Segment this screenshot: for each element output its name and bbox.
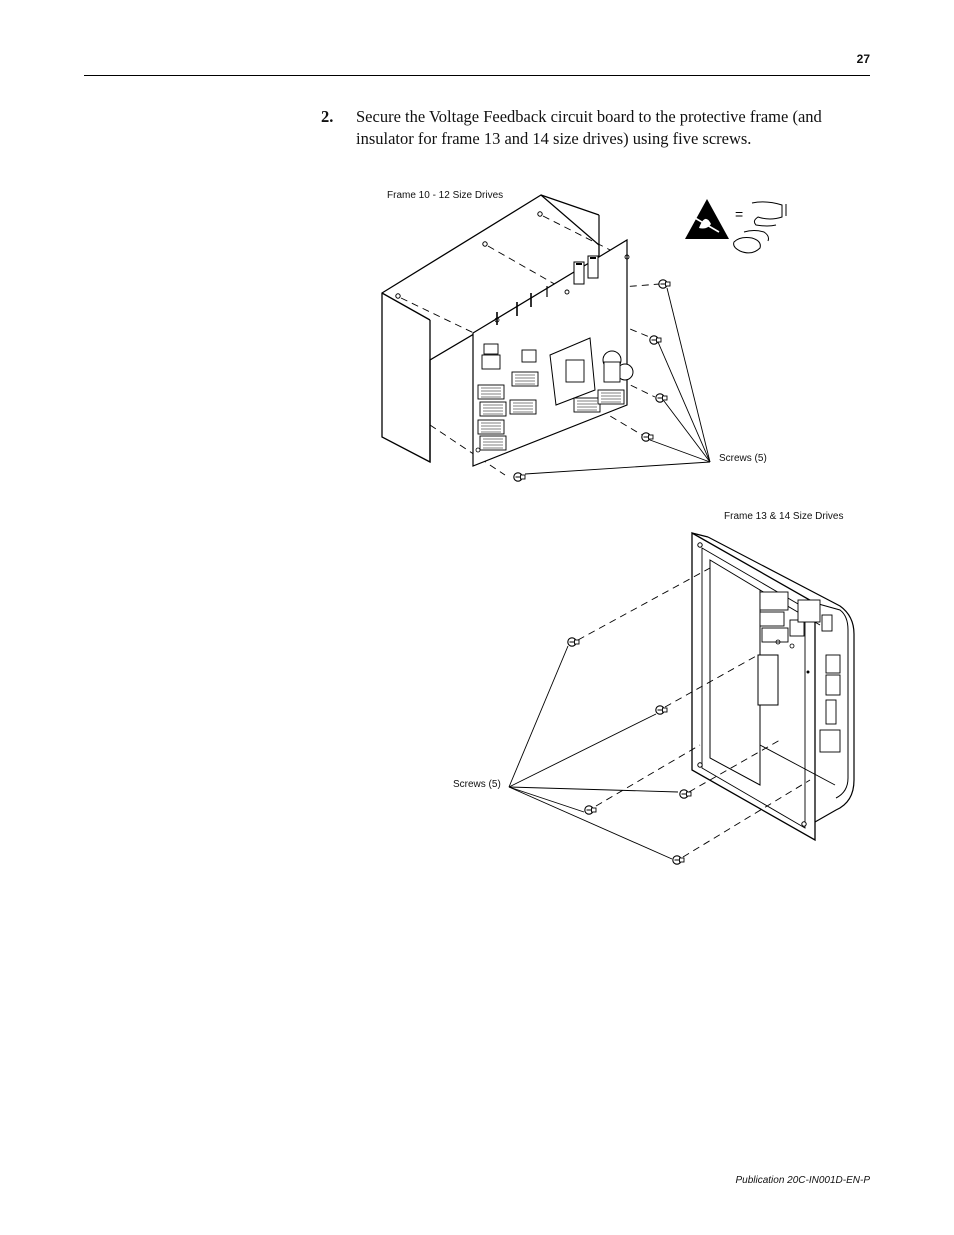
screw-icon [649, 335, 662, 345]
screw-icon [584, 805, 597, 815]
screw-icon [567, 637, 580, 647]
grounding-hand-icon [733, 201, 787, 254]
publication-footer: Publication 20C-IN001D-EN-P [735, 1175, 870, 1186]
esd-warning-icon [685, 199, 729, 239]
screw-icon [658, 279, 671, 289]
step-number: 2. [321, 107, 334, 126]
screw-icon [641, 432, 654, 442]
header-rule [84, 75, 870, 76]
frame-13-14-diagram [508, 531, 855, 860]
figure-bottom-screws-label: Screws (5) [453, 779, 501, 790]
frame-10-12-diagram [381, 194, 711, 476]
step-text: Secure the Voltage Feedback circuit boar… [356, 107, 822, 148]
screw-icon [679, 789, 692, 799]
figure-bottom-caption: Frame 13 & 14 Size Drives [724, 511, 844, 522]
page-number: 27 [856, 52, 870, 66]
figure-top-screws-label: Screws (5) [719, 453, 767, 464]
esd-equals-sign: = [735, 206, 743, 222]
instruction-step: 2. Secure the Voltage Feedback circuit b… [321, 106, 851, 150]
screw-icon [672, 855, 685, 865]
screw-icon [513, 472, 526, 482]
figure-top-caption: Frame 10 - 12 Size Drives [387, 190, 504, 201]
screw-icon [655, 393, 668, 403]
